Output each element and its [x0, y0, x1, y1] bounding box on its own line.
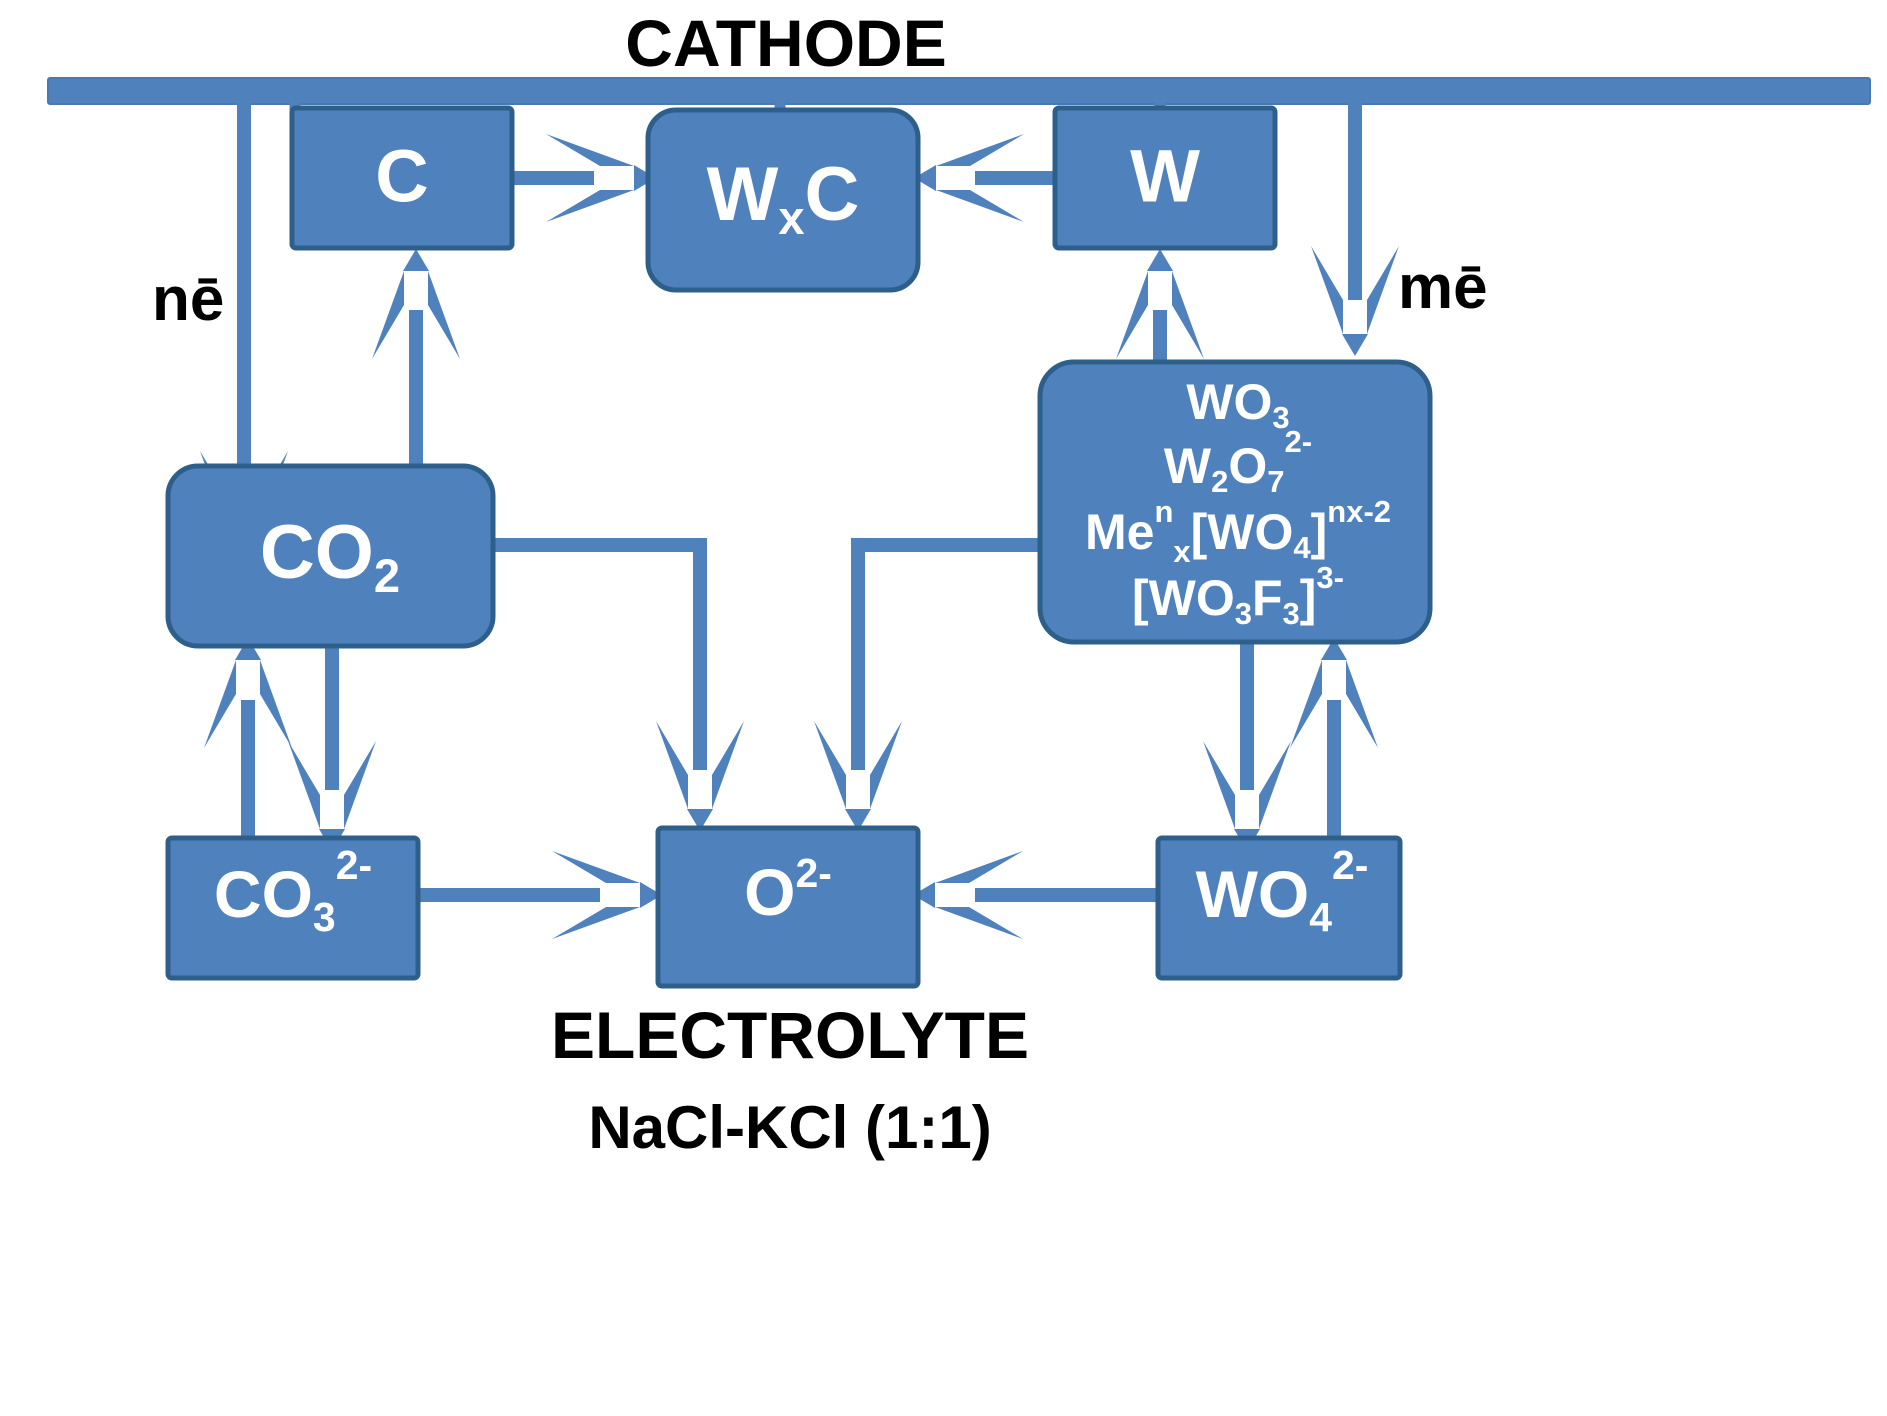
wo4-sup: 2- — [1332, 842, 1368, 888]
cathode-title: CATHODE — [625, 6, 946, 80]
node-box-oxide[interactable] — [655, 825, 921, 989]
wxc-sub: x — [778, 191, 804, 244]
o2-sup: 2- — [795, 850, 831, 896]
node-label-tungsten-species-line-3: Menx[WO4]nx-2 — [1085, 494, 1391, 569]
electrolyte-caption: ELECTROLYTE — [551, 998, 1029, 1072]
node-label-tungsten-carbide: WxC — [707, 152, 860, 244]
wxc-w: W — [707, 152, 779, 237]
electron-label-left: nē — [152, 265, 224, 334]
co3-sup: 2- — [336, 842, 372, 888]
wo4-base: WO — [1196, 857, 1310, 931]
wo4-sub: 4 — [1309, 894, 1332, 940]
node-box-co2[interactable] — [165, 463, 496, 649]
node-box-tungstate[interactable] — [1155, 835, 1403, 981]
node-label-carbonate: CO32- — [214, 842, 372, 940]
node-label-tungsten-species-line-4: [WO3F3]3- — [1132, 560, 1344, 631]
co2-sub: 2 — [374, 549, 400, 602]
connector-tungsten-species-to-oxide — [851, 538, 1042, 770]
electron-label-right: mē — [1398, 253, 1488, 322]
co3-base: CO — [214, 857, 313, 931]
o2-base: O — [744, 855, 795, 929]
node-box-tungsten-species[interactable] — [1037, 359, 1433, 645]
cathode-bus-bar — [47, 77, 1871, 105]
node-label-carbon: C — [375, 135, 428, 218]
node-box-tungsten[interactable] — [1052, 105, 1278, 251]
node-label-tungsten: W — [1130, 135, 1200, 218]
connector-co2-to-oxide — [495, 538, 707, 770]
node-box-carbonate[interactable] — [165, 835, 421, 981]
node-box-tungsten-carbide[interactable] — [645, 107, 921, 293]
wxc-c: C — [805, 152, 860, 237]
node-label-co2: CO2 — [260, 510, 400, 602]
node-label-tungstate: WO42- — [1196, 842, 1369, 940]
electrolyte-composition: NaCl-KCl (1:1) — [588, 1094, 991, 1161]
co3-sub: 3 — [313, 894, 336, 940]
co2-base: CO — [260, 510, 374, 595]
node-box-carbon[interactable] — [289, 105, 515, 251]
node-label-oxide: O2- — [744, 850, 832, 930]
node-label-tungsten-species-line-1: WO3 — [1186, 374, 1289, 435]
node-label-tungsten-species-line-2: W2O72- — [1164, 424, 1312, 499]
